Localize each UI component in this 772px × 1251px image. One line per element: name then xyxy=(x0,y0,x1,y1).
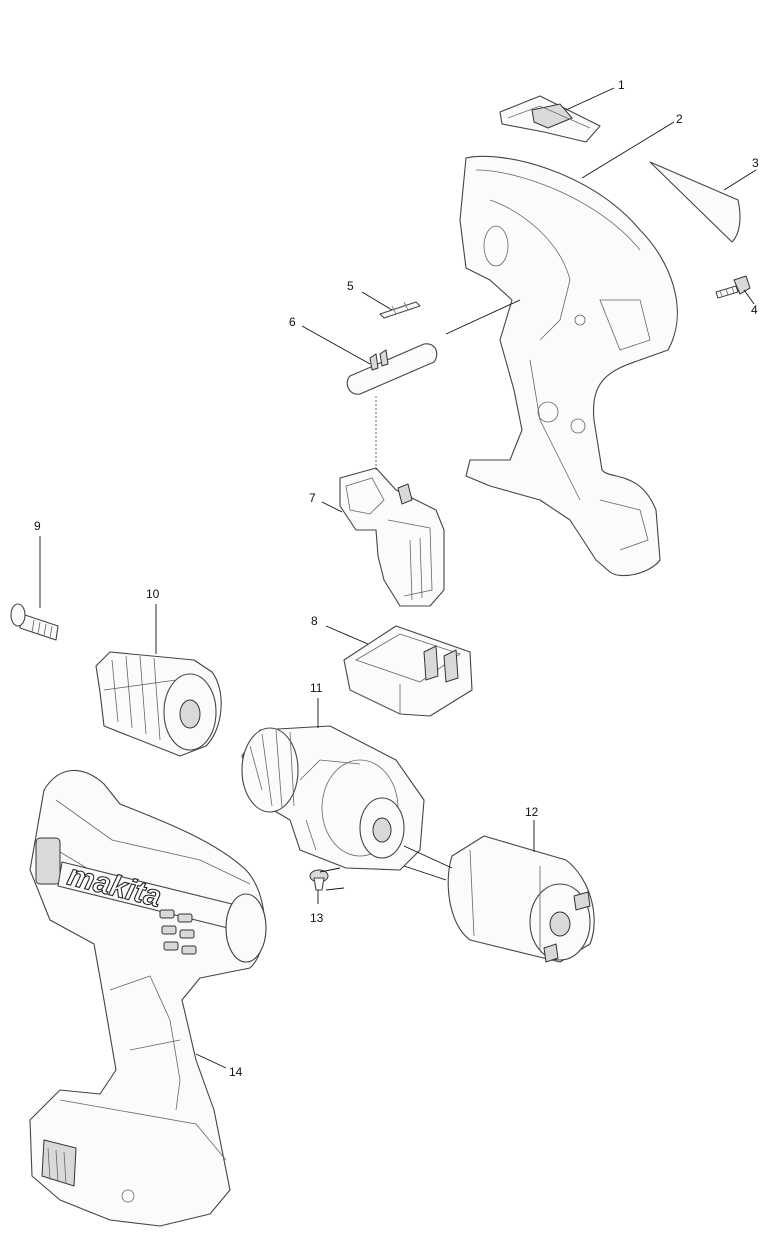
callout-14: 14 xyxy=(229,1065,243,1079)
callout-leaders xyxy=(39,87,757,1069)
part-10-keyless-chuck xyxy=(95,651,222,757)
assembly-lines xyxy=(319,299,521,891)
callout-2: 2 xyxy=(676,112,683,126)
part-4-tapping-screw xyxy=(715,275,751,299)
part-12-motor xyxy=(447,835,595,963)
part-14-housing-set: makita xyxy=(29,769,267,1227)
callout-6: 6 xyxy=(289,315,296,329)
part-9-bolt xyxy=(10,603,59,641)
callout-3: 3 xyxy=(752,156,759,170)
part-11-gear-assembly xyxy=(241,725,425,871)
callout-13: 13 xyxy=(310,911,324,925)
part-3-name-plate xyxy=(649,161,741,243)
callout-9: 9 xyxy=(34,519,41,533)
part-13-screw xyxy=(309,869,329,891)
part-1-switch-lever xyxy=(499,95,601,143)
callout-labels: 1 2 3 4 5 6 7 8 9 10 11 12 13 14 xyxy=(34,78,759,1079)
part-8-switch-base xyxy=(343,625,473,717)
part-6-lever xyxy=(346,343,438,395)
callout-5: 5 xyxy=(347,279,354,293)
callout-12: 12 xyxy=(525,805,539,819)
part-5-leaf-spring xyxy=(379,301,421,319)
callout-1: 1 xyxy=(618,78,625,92)
callout-4: 4 xyxy=(751,303,758,317)
callout-8: 8 xyxy=(311,614,318,628)
part-2-housing-half xyxy=(459,155,678,577)
callout-11: 11 xyxy=(310,681,323,695)
callout-10: 10 xyxy=(146,587,160,601)
callout-7: 7 xyxy=(309,491,316,505)
part-7-switch-unit xyxy=(339,467,445,607)
control-buttons-panel xyxy=(159,909,197,955)
